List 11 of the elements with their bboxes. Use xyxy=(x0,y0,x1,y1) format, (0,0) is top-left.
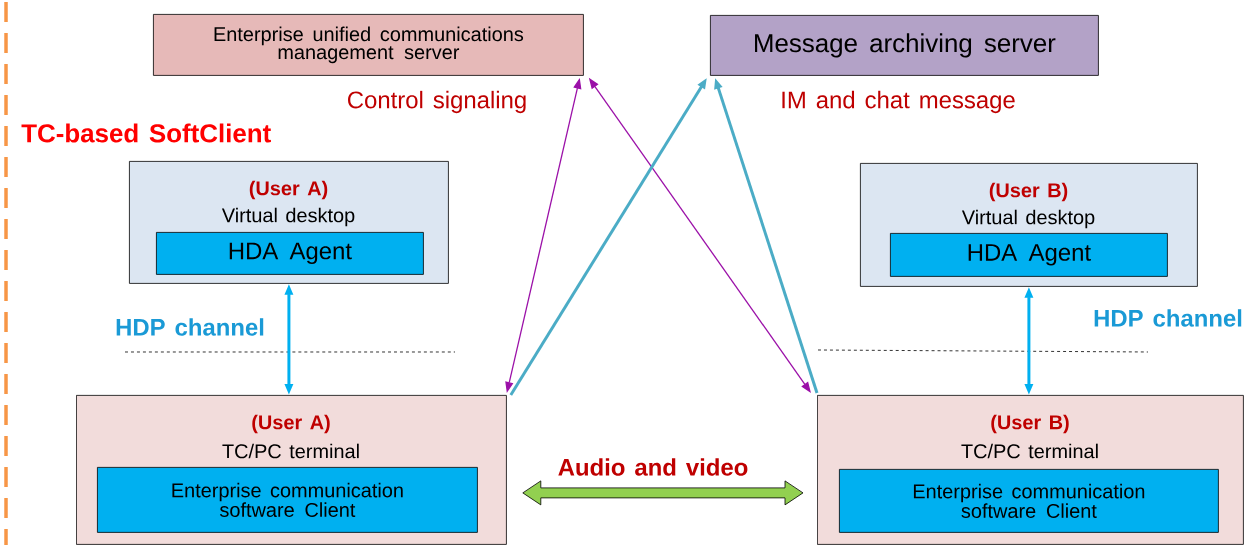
edge-label: HDP channel xyxy=(1094,309,1242,327)
annotation-text: TC-based SoftClient xyxy=(21,123,271,143)
component-box: Enterprise communication software Client xyxy=(839,469,1219,533)
edge-label: Audio and video xyxy=(558,458,748,476)
server-box: Enterprise unified communications management server xyxy=(153,14,584,76)
component-box: HDA Agent xyxy=(156,232,424,275)
block-arrow xyxy=(522,480,804,506)
edge-label: HDP channel xyxy=(116,318,264,336)
component-box: Enterprise communication software Client xyxy=(97,467,478,533)
component-box: HDA Agent xyxy=(890,233,1168,277)
server-box: Message archiving server xyxy=(710,15,1099,76)
